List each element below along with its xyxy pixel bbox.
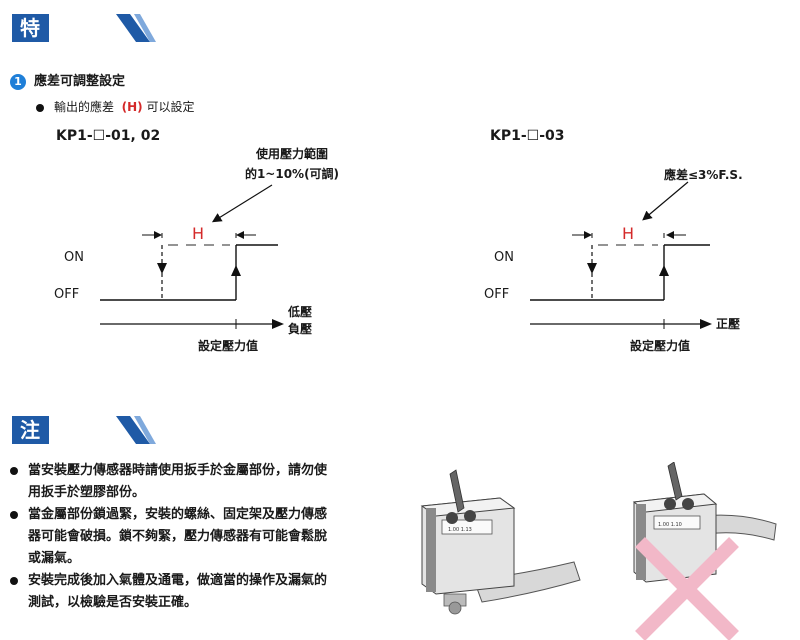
left-h-label: H: [192, 224, 205, 243]
header-stripe-icon: [116, 14, 156, 42]
cautions-title: 注意事項: [12, 416, 49, 526]
incorrect-installation-illustration: 1.00 1.10: [632, 462, 777, 640]
left-note-line1: 使用壓力範圍: [255, 147, 328, 161]
bullet-prefix: 輸出的應差: [54, 100, 115, 114]
left-diagram: [100, 184, 284, 329]
caution-line: 測試，以檢驗是否安裝正確。: [28, 595, 198, 610]
caution-line: 用扳手於塑膠部份。: [28, 485, 146, 500]
left-off-label: OFF: [54, 287, 80, 302]
caution-line: 當安裝壓力傳感器時請使用扳手於金屬部份，請勿使: [28, 463, 328, 478]
right-set-label: 設定壓力值: [630, 339, 691, 353]
left-set-label: 設定壓力值: [198, 339, 259, 353]
left-axis-label-2: 負壓: [288, 322, 313, 336]
svg-text:1.00 1.10: 1.00 1.10: [658, 522, 682, 528]
caution-line: 或漏氣。: [28, 551, 81, 566]
bullet-highlight: (H): [121, 100, 143, 114]
right-h-label: H: [622, 224, 635, 243]
svg-text:1.00 1.13: 1.00 1.13: [448, 527, 472, 533]
caution-line: 器可能會破損。鎖不夠緊，壓力傳感器有可能會鬆脫: [28, 529, 328, 544]
caution-item: 當金屬部份鎖過緊，安裝的螺絲、固定架及壓力傳感 器可能會破損。鎖不夠緊，壓力傳感…: [8, 504, 400, 570]
left-note-line2: 的1~10%(可調): [244, 167, 340, 181]
bullet-suffix: 可以設定: [146, 100, 195, 114]
feature-bullet: 輸出的應差 (H) 可以設定: [36, 98, 195, 115]
bullet-dot-icon: [10, 577, 18, 585]
left-axis-label-1: 低壓: [288, 305, 313, 319]
features-title: 特性說明: [12, 14, 49, 124]
right-axis-label: 正壓: [716, 317, 741, 331]
right-model-label: KP1-☐-03: [490, 128, 565, 144]
caution-item: 安裝完成後加入氣體及通電，做適當的操作及漏氣的 測試，以檢驗是否安裝正確。: [8, 570, 400, 614]
right-on-label: ON: [494, 250, 514, 265]
cautions-list: 當安裝壓力傳感器時請使用扳手於金屬部份，請勿使 用扳手於塑膠部份。 當金屬部份鎖…: [8, 460, 400, 614]
right-off-label: OFF: [484, 287, 510, 302]
right-diagram: [530, 181, 712, 329]
caution-line: 安裝完成後加入氣體及通電，做適當的操作及漏氣的: [28, 573, 328, 588]
header-stripe-icon: [116, 416, 156, 444]
right-note: 應差≤3%F.S.: [664, 168, 743, 182]
caution-item: 當安裝壓力傳感器時請使用扳手於金屬部份，請勿使 用扳手於塑膠部份。: [8, 460, 400, 504]
feature-item-1: 1 應差可調整設定: [10, 70, 125, 90]
bullet-dot-icon: [36, 103, 44, 112]
feature-title: 應差可調整設定: [34, 74, 126, 89]
left-on-label: ON: [64, 250, 84, 265]
bullet-dot-icon: [10, 467, 18, 475]
caution-line: 當金屬部份鎖過緊，安裝的螺絲、固定架及壓力傳感: [28, 507, 328, 522]
correct-installation-illustration: 1.00 1.13: [420, 469, 581, 615]
number-badge: 1: [10, 73, 26, 90]
installation-illustrations: 1.00 1.13 1.00 1.10: [420, 462, 777, 640]
left-model-label: KP1-☐-01, 02: [56, 128, 161, 144]
bullet-dot-icon: [10, 511, 18, 519]
